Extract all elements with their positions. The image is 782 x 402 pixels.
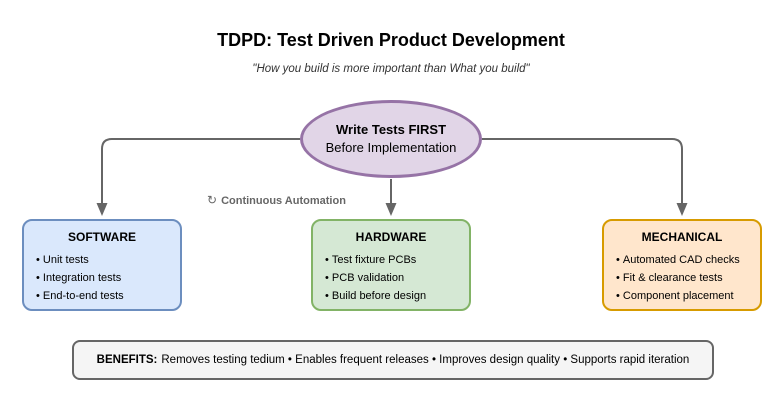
list-item: Component placement [616,287,760,305]
continuous-automation-text: Continuous Automation [221,195,346,207]
software-box-items: Unit tests Integration tests End-to-end … [24,251,180,305]
benefits-bar: BENEFITS: Removes testing tedium • Enabl… [72,340,714,380]
software-box-title: SOFTWARE [68,230,136,244]
list-item: Unit tests [36,251,180,269]
root-node-subtitle: Before Implementation [325,140,457,155]
list-item: Build before design [325,287,469,305]
list-item: PCB validation [325,269,469,287]
mechanical-box: MECHANICAL Automated CAD checks Fit & cl… [602,219,762,311]
mechanical-box-items: Automated CAD checks Fit & clearance tes… [604,251,760,305]
arrowhead-software-icon [96,203,108,216]
mechanical-box-title: MECHANICAL [641,230,723,244]
root-node-title: Write Tests FIRST [335,122,447,138]
list-item: Test fixture PCBs [325,251,469,269]
arrowhead-mechanical-icon [676,203,688,216]
list-item: Integration tests [36,269,180,287]
benefits-label: BENEFITS: [96,354,158,366]
continuous-automation-label: ↻Continuous Automation [207,193,346,207]
list-item: Fit & clearance tests [616,269,760,287]
list-item: Automated CAD checks [616,251,760,269]
hardware-box-title: HARDWARE [355,230,427,244]
hardware-box-items: Test fixture PCBs PCB validation Build b… [313,251,469,305]
hardware-box: HARDWARE Test fixture PCBs PCB validatio… [311,219,471,311]
refresh-icon: ↻ [207,193,218,207]
diagram-quote: "How you build is more important than Wh… [252,63,530,75]
software-box: SOFTWARE Unit tests Integration tests En… [22,219,182,311]
arrowhead-hardware-icon [385,203,397,216]
benefits-text: Removes testing tedium • Enables frequen… [161,354,690,366]
list-item: End-to-end tests [36,287,180,305]
page-title: TDPD: Test Driven Product Development [217,30,565,50]
connector-mechanical [482,138,683,204]
root-node-write-tests-first: Write Tests FIRST Before Implementation [300,100,482,178]
